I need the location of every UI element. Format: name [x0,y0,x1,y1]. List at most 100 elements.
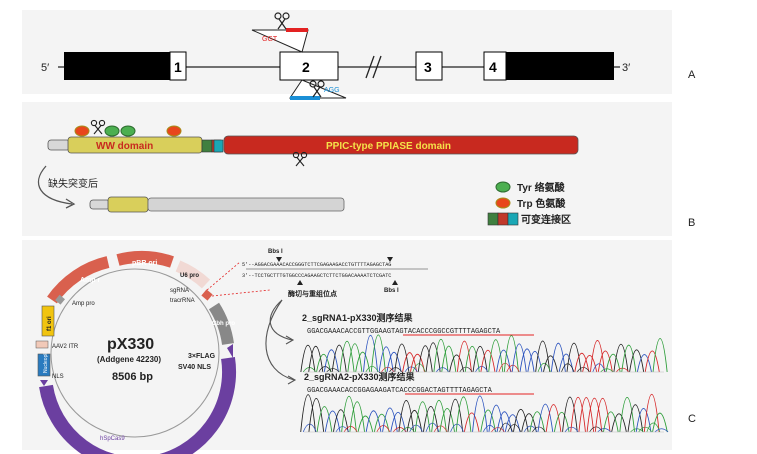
trace-peak [519,348,535,373]
trace-peak [488,339,504,373]
amp-pro-marker [55,294,65,305]
exon-2-label: 2 [302,59,310,75]
trace-peak [553,411,570,433]
trace-peak [504,414,521,433]
trace-peak [324,410,341,433]
trace-peak [300,394,316,433]
trace-peak [316,406,333,433]
trace-peak [365,410,382,433]
trace-background-peak [499,422,513,433]
trace-peak [562,396,578,433]
u6-pro-label: U6 pro [180,273,199,279]
trace-peak [594,397,611,433]
f1-ori-label: f1 ori [47,316,53,331]
aav2-itr-label: AAV2 ITR [52,344,79,350]
result1-seq: GGACGAAACACCGTTGGAAGTAGTACACCCGGCCGTTTTA… [307,328,501,336]
exon-4-label: 4 [489,59,497,75]
sgrna1-target: GGT [251,12,309,53]
trace-peak [370,334,386,373]
protein-domains: WW domain PPIC-type PPIASE domain 缺失突变后 [37,119,579,226]
trace-peak [513,409,529,433]
trace-background-peak [507,424,522,433]
trace-peak [488,404,505,433]
trace-peak [589,339,605,373]
cbh-pro-label: Cbh pro [212,321,235,327]
chromatogram-2 [300,394,669,433]
pbr-ori-feature [116,250,174,268]
trace-peak [373,413,390,433]
cut-site-arrow-icon [392,280,398,285]
trace-peak [423,406,439,433]
panel-c-background [22,240,672,450]
trace-peak [636,354,652,373]
ppiase-domain [223,135,579,155]
cut-site-arrow-icon [276,257,282,262]
trp-marker [166,125,182,137]
flow-arrow [269,299,293,341]
trace-peak [529,411,545,433]
flow-arrow [265,299,295,381]
trace-peak [331,344,347,373]
trace-peak [621,345,637,373]
amp-pro-label: Amp pro [72,301,95,307]
exon-3 [415,51,443,81]
trace-peak [386,351,402,373]
legend: Tyr 络氨酸 Trp 色氨酸 可变连接区 [487,181,571,226]
cbh-pro-feature [208,302,234,345]
trace-peak [308,346,324,373]
trace-peak [578,397,595,433]
legend-trp-label: Trp 色氨酸 [517,197,566,210]
trace-peak [406,409,423,433]
trace-peak [652,412,668,433]
five-prime-label: 5′ [41,62,49,74]
trace-peak [357,415,374,433]
trace-peak [586,397,603,433]
trace-peak [378,346,394,373]
trace-peak [652,338,668,373]
sgrna-site [201,289,213,301]
exon-1 [169,51,187,81]
trace-peak [316,353,332,373]
sgrna1-pam-label: GGT [262,36,278,43]
three-prime-label: 3′ [622,62,630,74]
trp-marker [74,125,90,137]
cut-site-arrow-icon [387,257,393,262]
scissors-icon [292,151,308,167]
sgrna-label: sgRNA [170,288,189,294]
scissors-icon [309,80,325,98]
sv40-nls-label: SV40 NLS [178,364,211,371]
panel-label-b: B [688,217,695,229]
trace-peak [511,343,527,373]
mutation-label: 缺失突变后 [48,177,98,190]
trace-background-peak [537,362,551,373]
trace-peak [341,396,357,433]
arrowhead-icon [65,198,76,209]
trace-peak [472,346,488,373]
trace-peak [611,413,627,433]
bbs1-bottom-label: Bbs I [384,288,399,294]
panel-label-a: A [688,69,696,81]
trace-peak [629,349,645,373]
legend-tyr-label: Tyr 络氨酸 [517,181,566,194]
gene-break-mark [365,55,375,79]
trace-peak [558,353,574,373]
trace-peak [597,350,613,373]
trace-peak [521,413,537,433]
sgrna2-target: AGG [289,79,347,100]
panel-label-c: C [688,413,696,425]
trace-peak [627,404,644,433]
trace-peak [394,343,410,373]
tyr-marker [120,125,136,137]
u6-pro-feature [175,260,211,289]
nls-marker [40,380,48,386]
scissors-icon [274,12,290,30]
trace-peak [566,342,582,373]
nucleoplasmin-feature [37,353,51,377]
arrowhead-icon [287,375,297,385]
trace-peak [300,345,316,373]
sequencing-result-1: 2_sgRNA1-pX330测序结果 GGACGAAACACCGTTGGAAGT… [300,312,668,373]
sequencing-result-2: 2_sgRNA2-pX330测序结果 GGACGAAACACCGGAGAAGAT… [300,371,669,433]
legend-tyr-swatch [495,181,511,193]
trace-peak [455,396,472,433]
